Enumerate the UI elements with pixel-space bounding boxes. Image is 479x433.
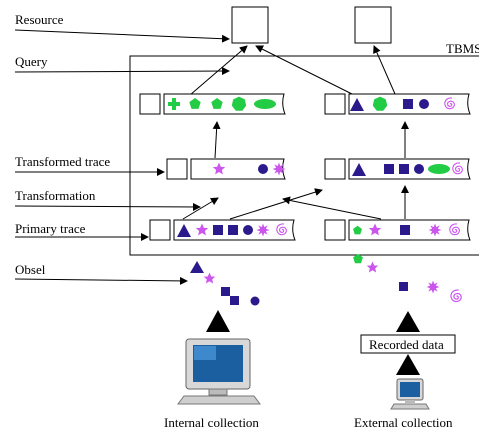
svg-text:Transformed trace: Transformed trace bbox=[15, 154, 110, 169]
recorded-data-box bbox=[360, 334, 456, 354]
trace-query-right bbox=[324, 93, 471, 115]
svg-text:Obsel: Obsel bbox=[15, 262, 46, 277]
obsels-transformed-right bbox=[352, 162, 463, 176]
resource-box-left bbox=[231, 6, 269, 44]
trace-transformed-left bbox=[166, 158, 286, 180]
obsels-primary-left bbox=[177, 223, 287, 237]
triangle-right-top bbox=[396, 311, 420, 332]
internal-collection-label: Internal collection bbox=[164, 415, 259, 430]
trace-primary-right bbox=[324, 219, 471, 241]
svg-text:Resource: Resource bbox=[15, 12, 64, 27]
svg-text:Primary trace: Primary trace bbox=[15, 221, 86, 236]
svg-text:Query: Query bbox=[15, 54, 48, 69]
external-collection-label: External collection bbox=[354, 415, 453, 430]
obsels-query-left bbox=[168, 96, 276, 111]
loose-obsels-left bbox=[190, 261, 260, 306]
tbms-label: TBMS bbox=[446, 41, 479, 56]
obsels-query-right bbox=[350, 96, 455, 111]
query-arrows bbox=[182, 45, 409, 220]
label-query: Query bbox=[14, 54, 230, 76]
resource-box-right bbox=[354, 6, 392, 44]
triangle-left bbox=[206, 310, 230, 332]
tbms-boundary bbox=[129, 55, 479, 256]
obsels-transformed-left bbox=[212, 162, 286, 176]
loose-obsels-right bbox=[353, 253, 462, 303]
label-primary-trace: Primary trace bbox=[15, 221, 149, 241]
obsels-primary-right bbox=[353, 223, 460, 237]
label-obsel: Obsel bbox=[14, 262, 188, 285]
computer-large-icon bbox=[177, 338, 261, 405]
svg-text:Transformation: Transformation bbox=[15, 188, 96, 203]
recorded-data-label: Recorded data bbox=[369, 337, 444, 352]
label-transformed-trace: Transformed trace bbox=[15, 154, 165, 176]
computer-small-icon bbox=[390, 378, 430, 410]
trace-transformed-right bbox=[324, 158, 471, 180]
triangle-right-bottom bbox=[396, 354, 420, 375]
label-resource: Resource bbox=[14, 12, 230, 43]
label-transformation: Transformation bbox=[14, 188, 201, 211]
